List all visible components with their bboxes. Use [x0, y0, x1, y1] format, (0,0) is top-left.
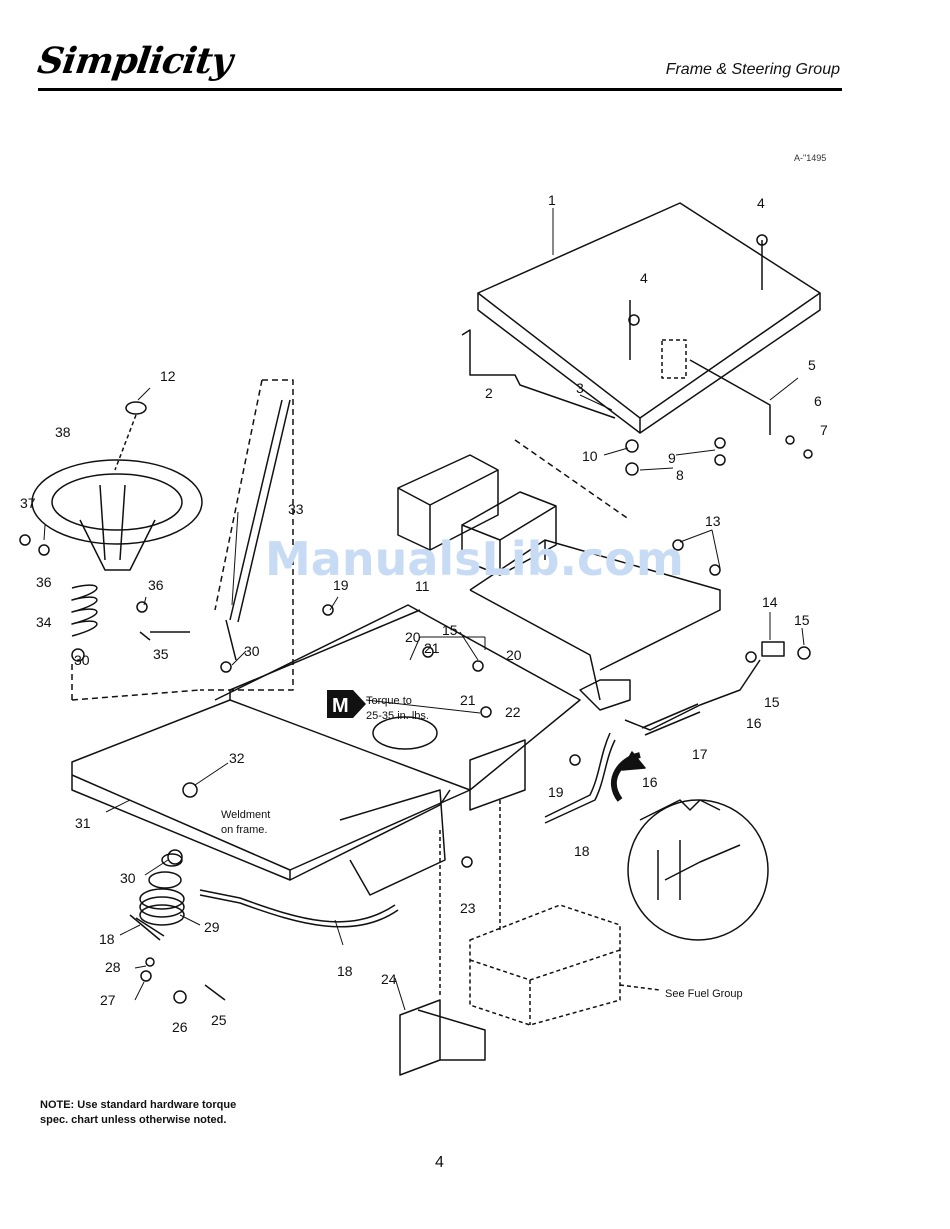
- callout-22: 22: [505, 704, 521, 720]
- callout-16a: 16: [746, 715, 762, 731]
- callout-20b: 20: [506, 647, 522, 663]
- callout-10: 10: [582, 448, 598, 464]
- detail-inset: [611, 751, 769, 941]
- steering-shaft: [71, 379, 294, 701]
- callout-13: 13: [705, 513, 721, 529]
- callout-4b: 4: [757, 195, 765, 211]
- callout-15c: 15: [764, 694, 780, 710]
- callout-36b: 36: [148, 577, 164, 593]
- callout-24: 24: [381, 971, 397, 987]
- header-rule: [38, 88, 842, 91]
- callout-18b: 18: [99, 931, 115, 947]
- seat-pads: [397, 439, 631, 576]
- callout-33: 33: [288, 501, 304, 517]
- callout-27: 27: [100, 992, 116, 1008]
- callout-31: 31: [75, 815, 91, 831]
- callout-19b: 19: [548, 784, 564, 800]
- hardware-note: NOTE: Use standard hardware torque spec.…: [40, 1099, 237, 1126]
- callout-16b: 16: [642, 774, 658, 790]
- callout-15a: 15: [794, 612, 810, 628]
- callout-30b: 30: [244, 643, 260, 659]
- page-number: 4: [435, 1154, 444, 1171]
- steering-wheel-assembly: [31, 401, 203, 641]
- callout-4a: 4: [640, 270, 648, 286]
- callout-38: 38: [55, 424, 71, 440]
- callout-21b: 21: [460, 692, 476, 708]
- callout-3: 3: [576, 380, 584, 396]
- callout-6: 6: [814, 393, 822, 409]
- callout-30a: 30: [74, 652, 90, 668]
- fuel-tank-dashed: [469, 800, 661, 1026]
- callout-32: 32: [229, 750, 245, 766]
- callout-1: 1: [548, 192, 556, 208]
- callout-35: 35: [153, 646, 169, 662]
- fuel-group-note: See Fuel Group: [665, 988, 743, 1000]
- callout-numbers: 1 2 3 4 4 5 6 7 8 9 10 11 12 13 14 15 15…: [20, 192, 828, 1035]
- hardware-items: [19, 234, 813, 1004]
- bracket-part: [399, 830, 486, 1076]
- torque-note-line2: 25-35 in. lbs.: [366, 710, 429, 722]
- callout-29: 29: [204, 919, 220, 935]
- callout-9: 9: [668, 450, 676, 466]
- torque-marker-letter: M: [332, 695, 349, 717]
- main-frame: [71, 539, 721, 896]
- section-title: Frame & Steering Group: [665, 61, 840, 78]
- callout-36a: 36: [36, 574, 52, 590]
- diagram-reference: A-"1495: [794, 153, 827, 163]
- callout-21a: 21: [424, 640, 440, 656]
- callout-25: 25: [211, 1012, 227, 1028]
- callout-34: 34: [36, 614, 52, 630]
- callout-18a: 18: [574, 843, 590, 859]
- watermark: ManualsLib.com: [265, 532, 684, 586]
- leader-lines: [43, 208, 805, 1011]
- callout-26: 26: [172, 1019, 188, 1035]
- callout-28: 28: [105, 959, 121, 975]
- torque-marker-arrow: [353, 690, 366, 718]
- callout-20a: 20: [405, 629, 421, 645]
- callout-18c: 18: [337, 963, 353, 979]
- weldment-note-line2: on frame.: [221, 824, 267, 836]
- callout-19a: 19: [333, 577, 349, 593]
- torque-marker-box: [327, 690, 353, 718]
- callout-7: 7: [820, 422, 828, 438]
- drag-link: [544, 641, 785, 824]
- callout-5: 5: [808, 357, 816, 373]
- callout-15b: 15: [442, 622, 458, 638]
- callout-23: 23: [460, 900, 476, 916]
- steering-gear-cable: [129, 853, 399, 1001]
- callout-2: 2: [485, 385, 493, 401]
- callout-8: 8: [676, 467, 684, 483]
- callout-30c: 30: [120, 870, 136, 886]
- callout-12: 12: [160, 368, 176, 384]
- weldment-note-line1: Weldment: [221, 809, 270, 821]
- callout-17: 17: [692, 746, 708, 762]
- torque-note-line1: Torque to: [366, 695, 412, 707]
- callout-37: 37: [20, 495, 36, 511]
- callout-14: 14: [762, 594, 778, 610]
- callout-11: 11: [415, 578, 430, 594]
- cover-plate-part: [461, 202, 821, 435]
